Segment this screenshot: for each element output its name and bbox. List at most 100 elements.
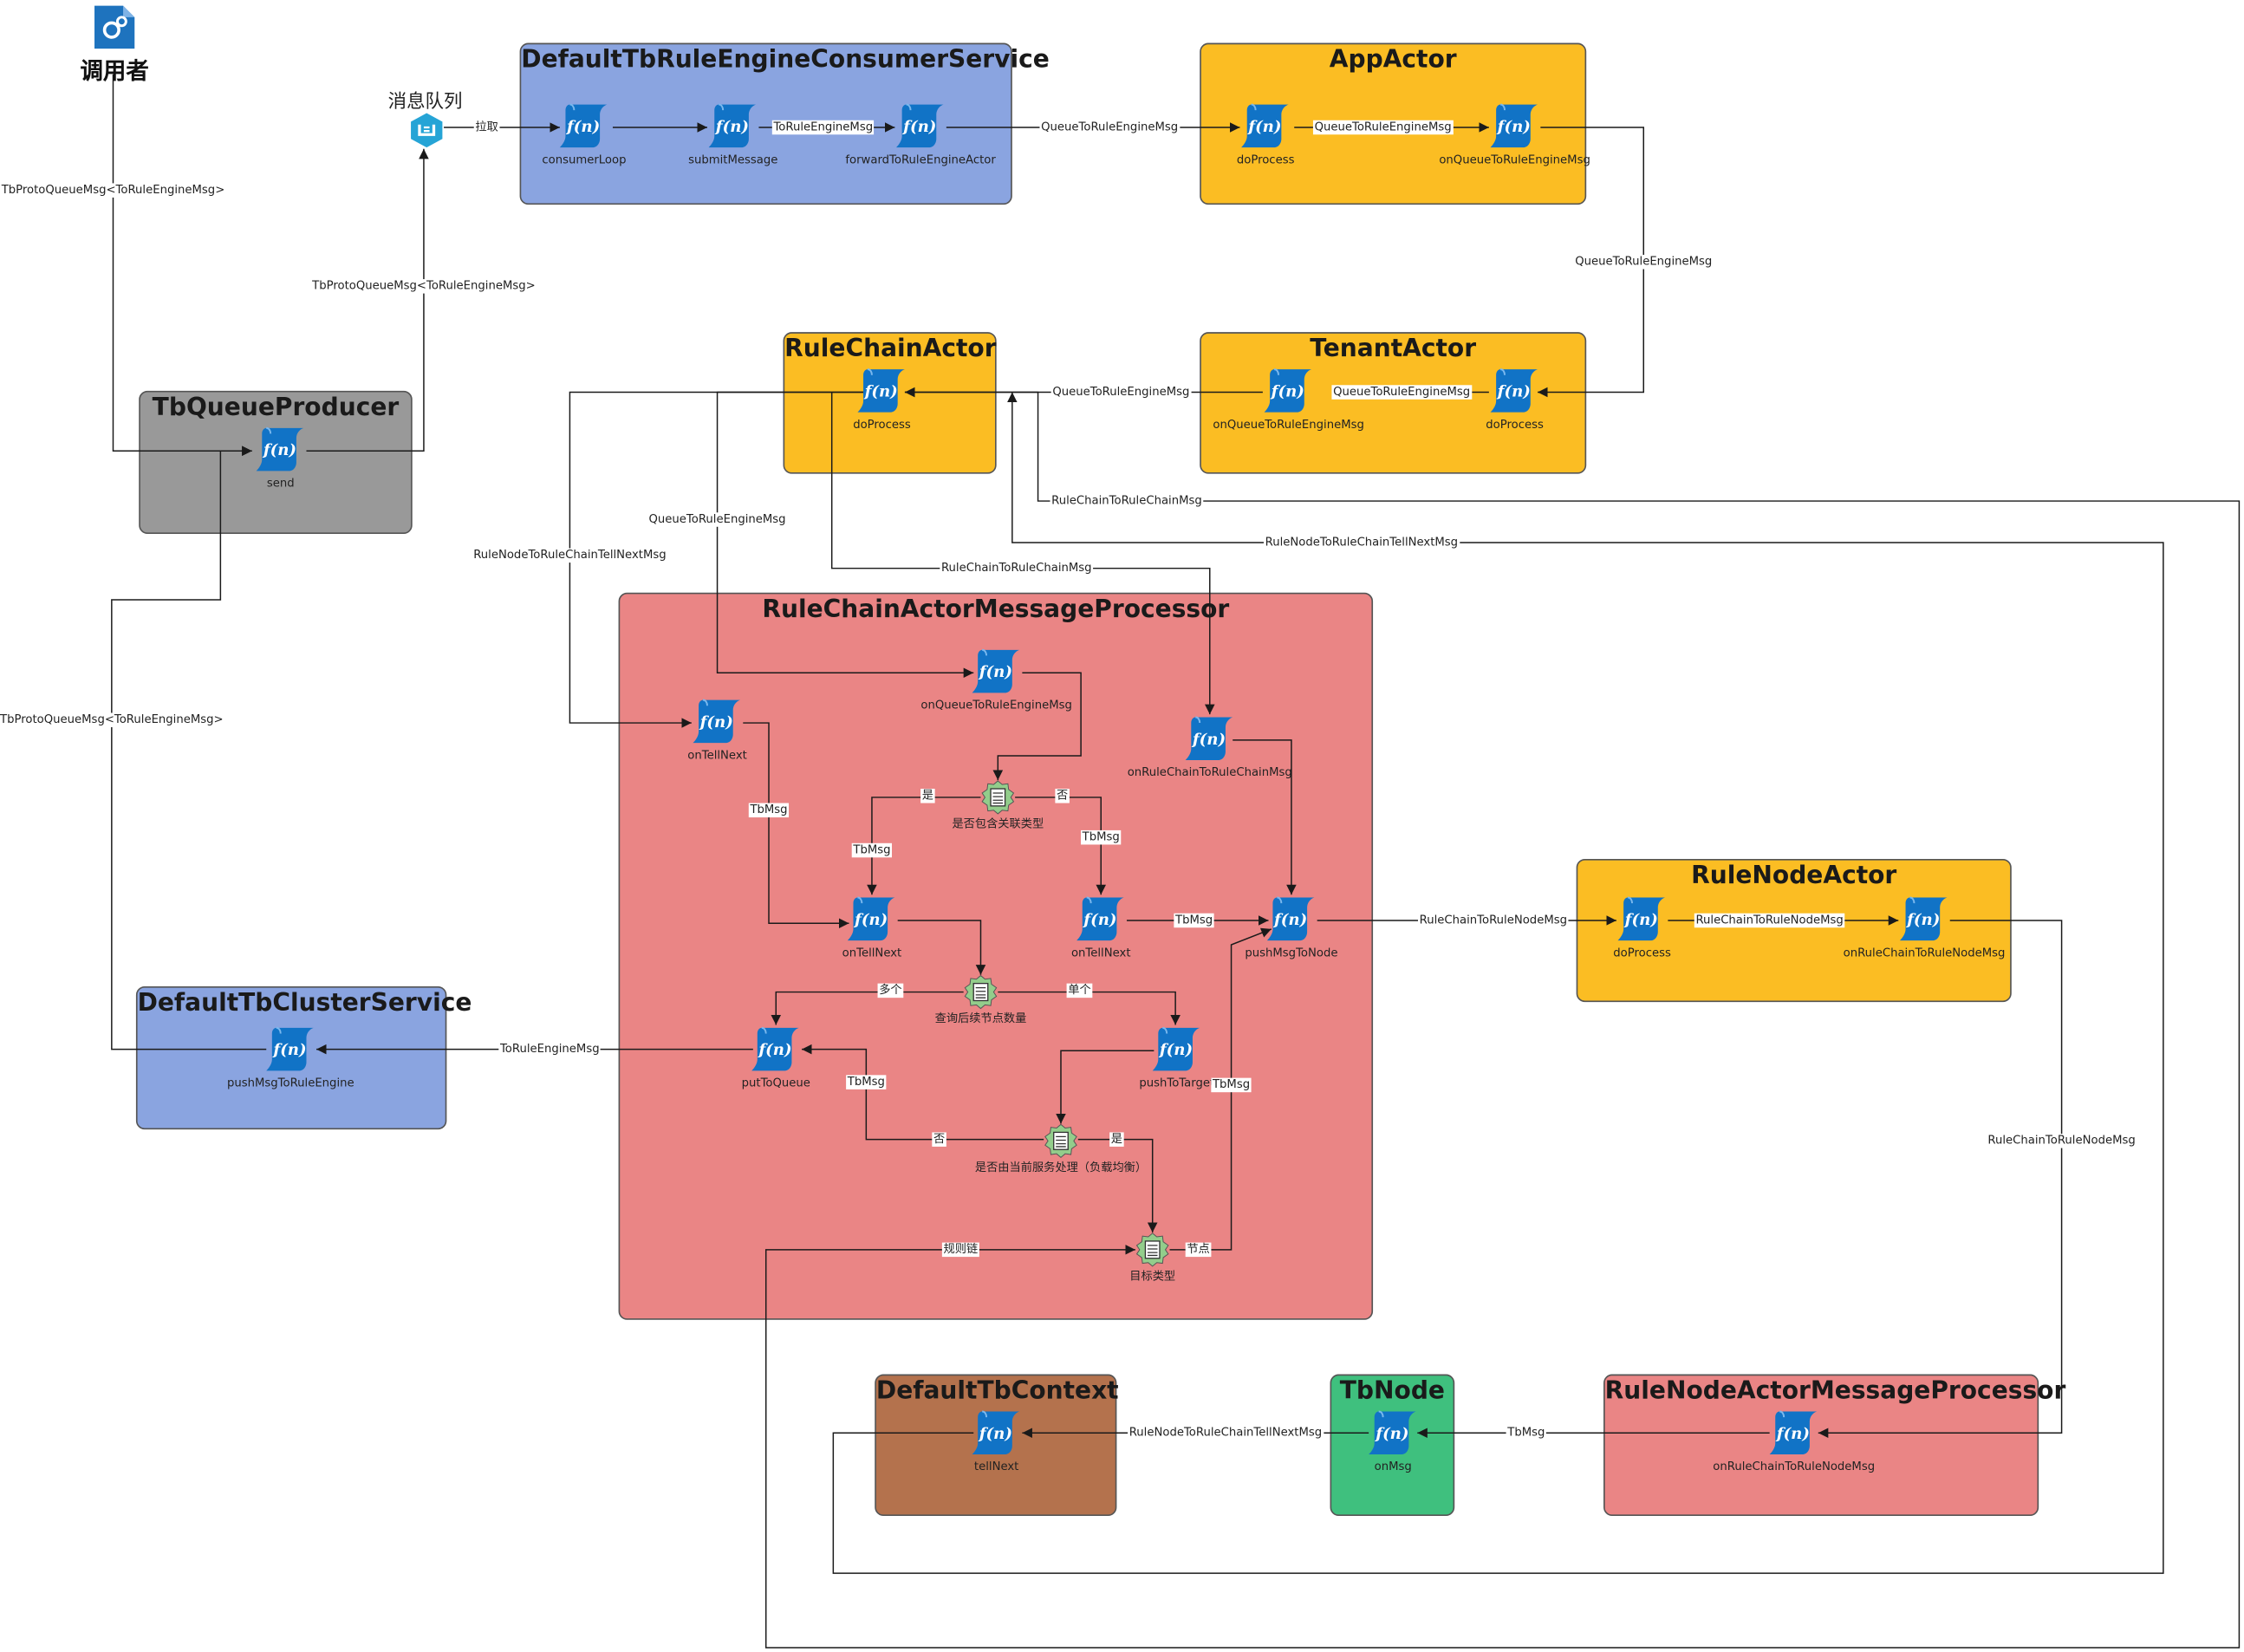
function-icon [265,1024,316,1075]
node-actor-on-rule-chain-label: onRuleChainToRuleNodeMsg [1843,946,2006,959]
proc-push-to-target-function: pushToTarget [1091,1024,1263,1089]
caller-label: 调用者 [80,57,149,85]
function-icon [894,101,946,152]
node-processor-title: RuleNodeActorMessageProcessor [1604,1376,2066,1406]
edge-label-tbmsg: TbMsg [748,803,790,818]
edge-onrulechain-to-push [1233,739,1297,895]
tenant-do-process-function: doProcess [1428,365,1600,431]
node-actor-do-process-function: doProcess [1557,894,1728,959]
edge-label-tbmsg: TbMsg [1081,829,1122,845]
function-icon [1265,894,1317,945]
app-do-process-function: doProcess [1180,101,1351,166]
function-icon [558,101,609,152]
tb-context-title: DefaultTbContext [875,1376,1119,1406]
edge-push-to-decision [1056,1050,1155,1124]
app-do-process-label: doProcess [1236,153,1295,166]
proc-on-tell-next-right-function: onTellNext [1015,894,1187,959]
proc-on-queue-function: onQueueToRuleEngineMsg [911,646,1083,712]
producer-send-function: send [195,424,367,490]
contains-relation-label: 是否包含关联类型 [952,817,1044,830]
edge-label-pull: 拉取 [473,120,500,135]
proc-push-to-target-label: pushToTarget [1139,1076,1215,1089]
decision-list-icon [1044,1124,1078,1159]
edge-label-tbmsg: TbMsg [1174,913,1214,928]
edge-label-to-rule-engine-msg: ToRuleEngineMsg [498,1042,602,1057]
proc-push-msg-to-node-label: pushMsgToNode [1245,946,1338,959]
edge-label-to-rule-engine-msg: ToRuleEngineMsg [771,120,875,135]
contains-relation-decision: 是否包含关联类型 [890,780,1105,831]
proc-on-tell-next-top-label: onTellNext [687,748,747,762]
edge-label-queue-msg: QueueToRuleEngineMsg [1312,120,1454,135]
function-icon [1239,101,1291,152]
edge-label-yes: 是 [920,789,935,803]
producer-send-label: send [266,476,295,490]
edge-label-rule-chain-target: 规则链 [941,1242,979,1258]
function-icon [1616,894,1668,945]
function-icon [1184,712,1235,764]
edge-decision-yes-to-target [1077,1138,1158,1233]
chain-do-process-label: doProcess [853,418,911,432]
message-queue-icon [411,113,443,148]
proc-on-rule-chain-label: onRuleChainToRuleChainMsg [1127,765,1292,779]
decision-list-icon [980,780,1015,815]
message-queue-label: 消息队列 [387,91,463,114]
function-icon [1367,1408,1418,1459]
tbnode-on-msg-function: onMsg [1307,1408,1479,1473]
function-icon [692,696,743,747]
handled-by-current-label: 是否由当前服务处理（负载均衡） [974,1161,1148,1174]
function-icon [707,101,758,152]
target-type-label: 目标类型 [1129,1269,1176,1283]
submit-message-label: submitMessage [688,153,778,166]
function-icon [1151,1024,1202,1075]
proc-on-tell-next-top-function: onTellNext [631,696,803,762]
function-icon [1263,365,1314,416]
edge-label-multiple: 多个 [877,983,904,998]
tenant-actor-title: TenantActor [1310,335,1477,364]
function-icon [971,1408,1022,1459]
query-next-count-decision: 查询后续节点数量 [874,975,1089,1026]
edge-label-tbproto: TbProtoQueueMsg<ToRuleEngineMsg> [0,183,226,198]
function-icon [846,894,897,945]
proc-push-msg-to-node-function: pushMsgToNode [1206,894,1377,959]
function-icon [971,646,1022,697]
edge-context-to-chain-loop [832,392,2164,1574]
edge-tellnext-top-to-left [743,722,849,929]
proc-put-to-queue-function: putToQueue [690,1024,862,1089]
edge-label-tbmsg: TbMsg [1506,1425,1547,1441]
edge-cluster-to-producer [111,446,267,1050]
edge-label-queue-msg: QueueToRuleEngineMsg [647,512,788,527]
edge-producer-to-queue [306,148,429,452]
context-tell-next-label: tellNext [973,1460,1019,1473]
message-processor-box: RuleChainActorMessageProcessor [618,592,1374,1320]
function-icon [1898,894,1949,945]
edge-label-queue-msg: QueueToRuleEngineMsg [1039,120,1180,135]
edge-tellnext-left-to-count [897,920,986,975]
tbnode-on-msg-label: onMsg [1374,1460,1412,1473]
proc-on-tell-next-right-label: onTellNext [1070,946,1131,959]
edge-label-tbproto: TbProtoQueueMsg<ToRuleEngineMsg> [0,712,225,728]
edge-label-tbproto: TbProtoQueueMsg<ToRuleEngineMsg> [310,279,537,294]
proc-on-rule-chain-function: onRuleChainToRuleChainMsg [1124,712,1296,778]
function-icon [751,1024,802,1075]
edge-chain-to-onqueue [716,391,974,679]
edge-decision-no [1015,797,1107,895]
proc-put-to-queue-label: putToQueue [741,1076,810,1089]
tenant-do-process-label: doProcess [1486,418,1544,432]
tenant-actor-box: TenantActor [1200,332,1587,474]
tbnode-box: TbNode [1330,1374,1455,1517]
node-proc-on-rule-chain-label: onRuleChainToRuleNodeMsg [1713,1460,1876,1473]
edge-count-single [998,991,1181,1025]
function-icon [255,424,306,475]
cluster-push-function: pushMsgToRuleEngine [205,1024,376,1089]
edge-label-queue-msg: QueueToRuleEngineMsg [1050,385,1192,400]
chain-do-process-function: doProcess [796,365,967,431]
edge-label-rule-chain-to-rule-node: RuleChainToRuleNodeMsg [1694,913,1845,928]
edge-label-tell-next-msg: RuleNodeToRuleChainTellNextMsg [1263,535,1460,550]
edge-label-queue-msg: QueueToRuleEngineMsg [1331,385,1472,400]
function-icon [1768,1408,1819,1459]
edge-label-yes: 是 [1109,1132,1124,1147]
forward-to-rule-engine-actor-function: forwardToRuleEngineActor [835,101,1006,166]
tenant-on-queue-label: onQueueToRuleEngineMsg [1213,418,1364,432]
queue-producer-title: TbQueueProducer [152,393,400,423]
